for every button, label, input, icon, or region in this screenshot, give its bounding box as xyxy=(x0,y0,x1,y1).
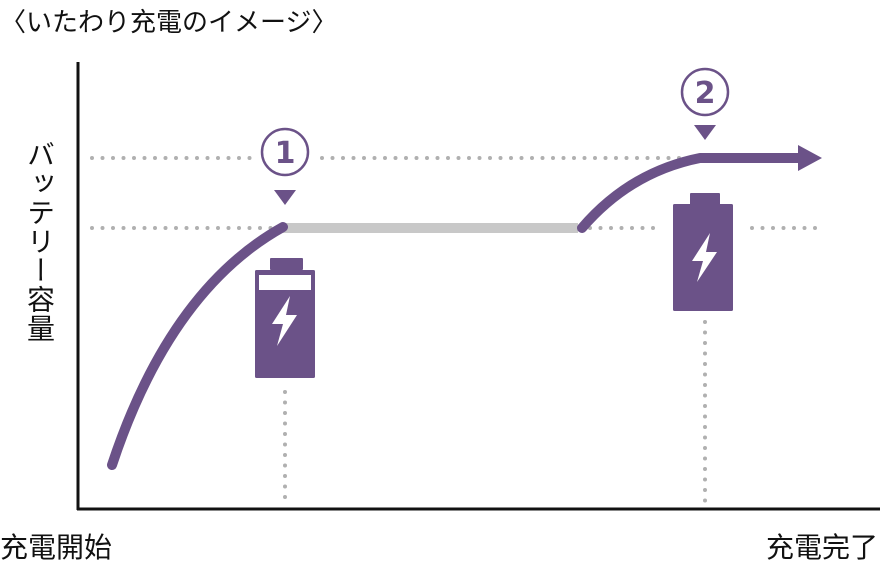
marker-2-label: 2 xyxy=(695,76,716,111)
x-axis-start-label: 充電開始 xyxy=(0,531,113,564)
guide-lines xyxy=(90,156,824,508)
arrow-head-icon xyxy=(798,145,822,171)
marker-1: 1 xyxy=(260,127,310,205)
lightning-icon xyxy=(272,296,297,346)
charge-curve-2 xyxy=(577,153,805,233)
y-axis-label: バッテリー容量 xyxy=(23,140,56,343)
battery-full-icon xyxy=(673,193,733,311)
battery-partial-icon xyxy=(255,258,315,378)
marker-1-label: 1 xyxy=(275,136,296,171)
lightning-icon xyxy=(692,233,717,282)
down-triangle-icon xyxy=(694,125,716,140)
marker-2: 2 xyxy=(680,67,730,140)
axes xyxy=(76,62,880,511)
down-triangle-icon xyxy=(274,190,296,205)
x-axis-end-label: 充電完了 xyxy=(765,531,878,564)
diagram-title: 〈いたわり充電のイメージ〉 xyxy=(0,8,338,38)
charge-curve-1 xyxy=(107,222,288,470)
